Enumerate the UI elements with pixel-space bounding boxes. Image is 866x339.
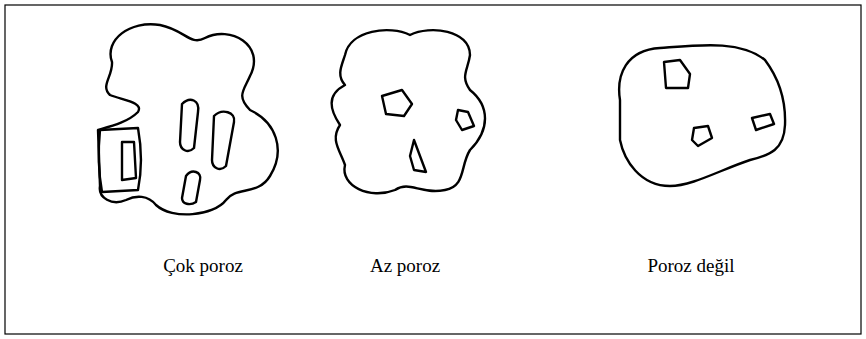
pore [182, 172, 200, 204]
porous-grain [332, 30, 485, 193]
pore [99, 128, 141, 192]
porosity-label: Çok poroz [163, 255, 243, 277]
porosity-label: Poroz değil [647, 255, 734, 277]
pore [122, 142, 136, 180]
pore [180, 100, 198, 151]
pore [382, 90, 412, 116]
pore [692, 126, 712, 146]
frame [5, 5, 861, 334]
very-porous-grain [98, 24, 278, 214]
non-porous-grain [619, 45, 785, 186]
pore [410, 140, 426, 172]
pore [212, 112, 234, 169]
pore [664, 60, 690, 88]
pore [752, 114, 774, 130]
porosity-label: Az poroz [370, 255, 440, 277]
pore [456, 110, 474, 130]
